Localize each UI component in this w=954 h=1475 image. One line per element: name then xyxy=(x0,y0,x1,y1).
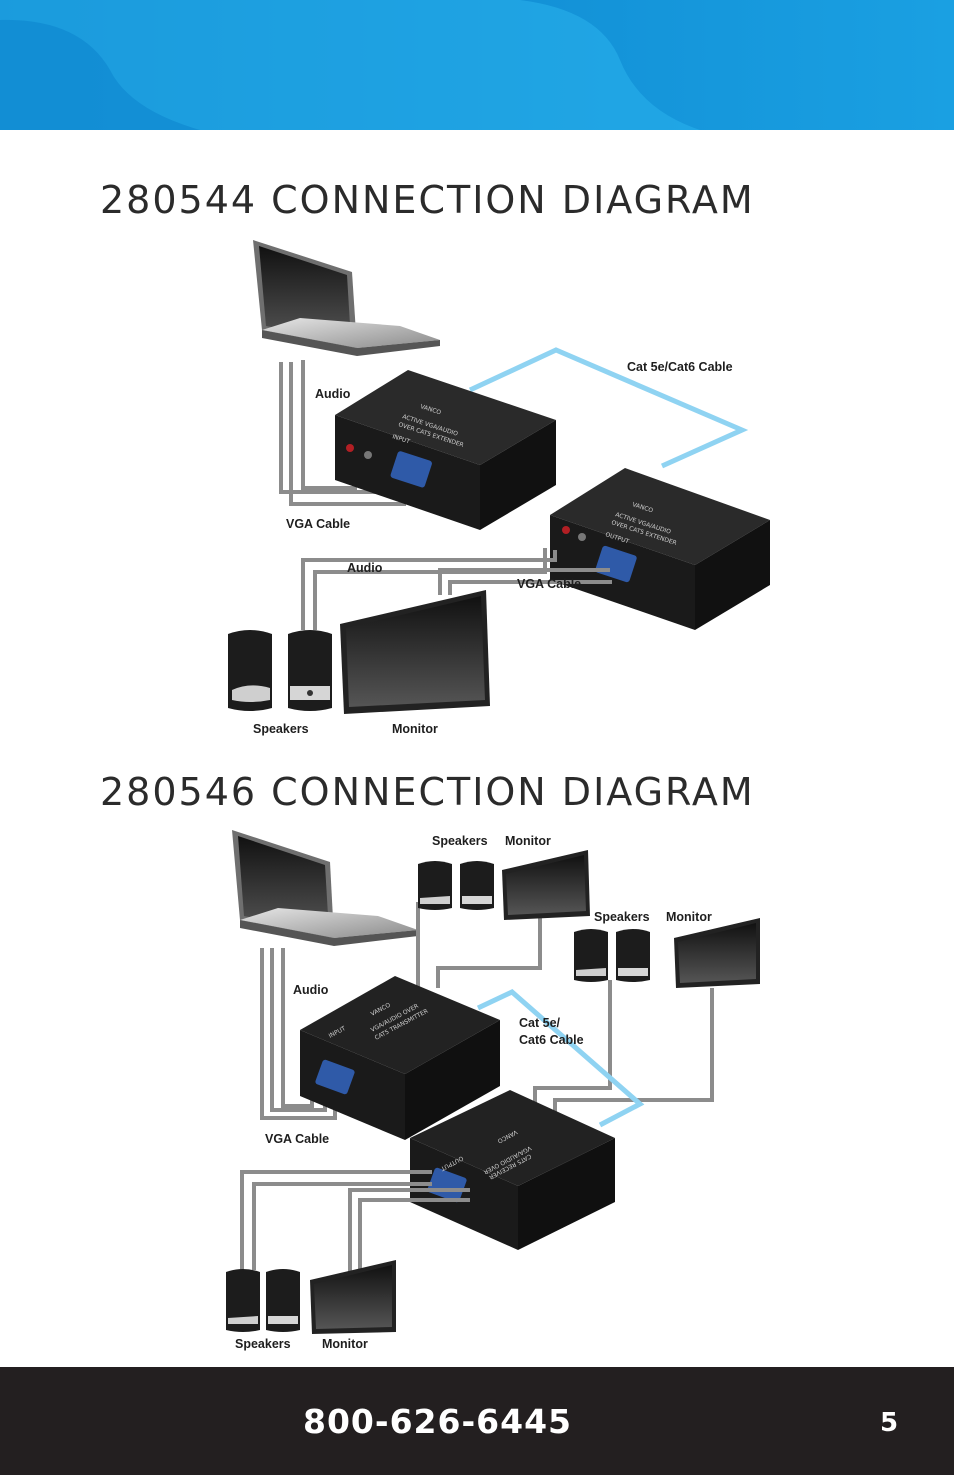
diagram-1-canvas: VANCO ACTIVE VGA/AUDIO OVER CAT5 EXTENDE… xyxy=(228,240,770,736)
label-vga-cable: VGA Cable xyxy=(265,1132,329,1146)
diagram-2: VANCO VGA/AUDIO OVER CAT5 TRANSMITTER IN… xyxy=(0,820,954,1360)
label-speakers: Speakers xyxy=(253,722,309,736)
label-speakers-2: Speakers xyxy=(594,910,650,924)
label-vga-cable-bottom: VGA Cable xyxy=(517,577,581,591)
speakers-icon-1 xyxy=(418,861,494,910)
label-cat-cable: Cat 5e/Cat6 Cable xyxy=(627,360,733,374)
laptop-icon xyxy=(232,830,418,946)
header-band xyxy=(0,0,954,130)
diagram-2-title: 280546 CONNECTION DIAGRAM xyxy=(100,770,755,814)
speakers-icon xyxy=(228,630,332,711)
label-monitor: Monitor xyxy=(392,722,438,736)
diagram-1-title: 280544 CONNECTION DIAGRAM xyxy=(100,178,755,222)
monitor-icon xyxy=(340,590,490,714)
diagram-1: VANCO ACTIVE VGA/AUDIO OVER CAT5 EXTENDE… xyxy=(0,230,954,750)
monitor-icon-2 xyxy=(674,918,760,988)
speakers-icon-2 xyxy=(574,929,650,982)
receiver-unit: VANCO VGA/AUDIO OVER CAT5 RECEIVER OUTPU… xyxy=(410,1090,615,1250)
label-speakers-1: Speakers xyxy=(432,834,488,848)
label-cat-line2: Cat6 Cable xyxy=(519,1033,584,1047)
speakers-icon-3 xyxy=(226,1269,300,1332)
vga-cable-bottom xyxy=(438,568,612,595)
laptop-icon xyxy=(253,240,440,356)
label-monitor-2: Monitor xyxy=(666,910,712,924)
phone-number: 800-626-6445 xyxy=(303,1402,573,1441)
cat-cable xyxy=(468,347,749,469)
label-cat-line1: Cat 5e/ xyxy=(519,1016,561,1030)
cat-cable xyxy=(476,989,645,1128)
transmitter-unit: VANCO ACTIVE VGA/AUDIO OVER CAT5 EXTENDE… xyxy=(335,370,556,530)
bottom-output-cables xyxy=(240,1170,470,1275)
label-speakers-3: Speakers xyxy=(235,1337,291,1351)
page-number: 5 xyxy=(880,1408,899,1438)
label-monitor-1: Monitor xyxy=(505,834,551,848)
label-audio-top: Audio xyxy=(315,387,351,401)
footer-bar xyxy=(0,1367,954,1475)
audio-cable-bottom xyxy=(301,548,557,630)
monitor-icon-1 xyxy=(502,850,590,920)
diagram-2-canvas: VANCO VGA/AUDIO OVER CAT5 TRANSMITTER IN… xyxy=(226,830,760,1351)
monitor-icon-3 xyxy=(310,1260,396,1334)
label-audio-bottom: Audio xyxy=(347,561,383,575)
label-monitor-3: Monitor xyxy=(322,1337,368,1351)
label-audio: Audio xyxy=(293,983,329,997)
receiver-unit: VANCO ACTIVE VGA/AUDIO OVER CAT5 EXTENDE… xyxy=(550,468,770,630)
transmitter-unit: VANCO VGA/AUDIO OVER CAT5 TRANSMITTER IN… xyxy=(300,976,500,1140)
label-vga-cable-top: VGA Cable xyxy=(286,517,350,531)
